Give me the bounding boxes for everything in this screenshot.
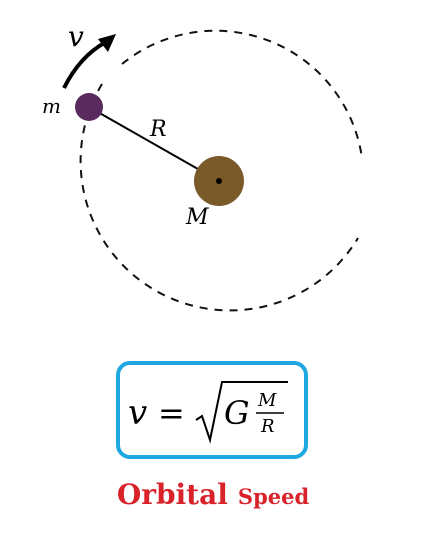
radius-label: R (149, 117, 167, 142)
title: Orbital Speed (0, 478, 426, 511)
small-mass-label: m (42, 94, 61, 118)
title-main: Orbital (116, 478, 228, 511)
formula-lhs: v (128, 393, 147, 433)
center-point (216, 178, 222, 184)
large-mass-label: M (185, 205, 209, 230)
velocity-arrow (62, 40, 107, 89)
title-sub: Speed (237, 484, 310, 509)
orbiting-mass (75, 93, 103, 121)
formula-box (116, 361, 308, 459)
formula-equals: = (158, 394, 185, 432)
orbit-path (79, 83, 359, 312)
formula-numerator: M (257, 390, 277, 411)
velocity-arrowhead (98, 34, 116, 52)
formula-constant: G (224, 394, 250, 432)
orbit-path-upper (121, 29, 363, 159)
formula-denominator: R (260, 416, 275, 437)
velocity-label: v (68, 20, 84, 53)
sqrt-sign (195, 381, 288, 444)
